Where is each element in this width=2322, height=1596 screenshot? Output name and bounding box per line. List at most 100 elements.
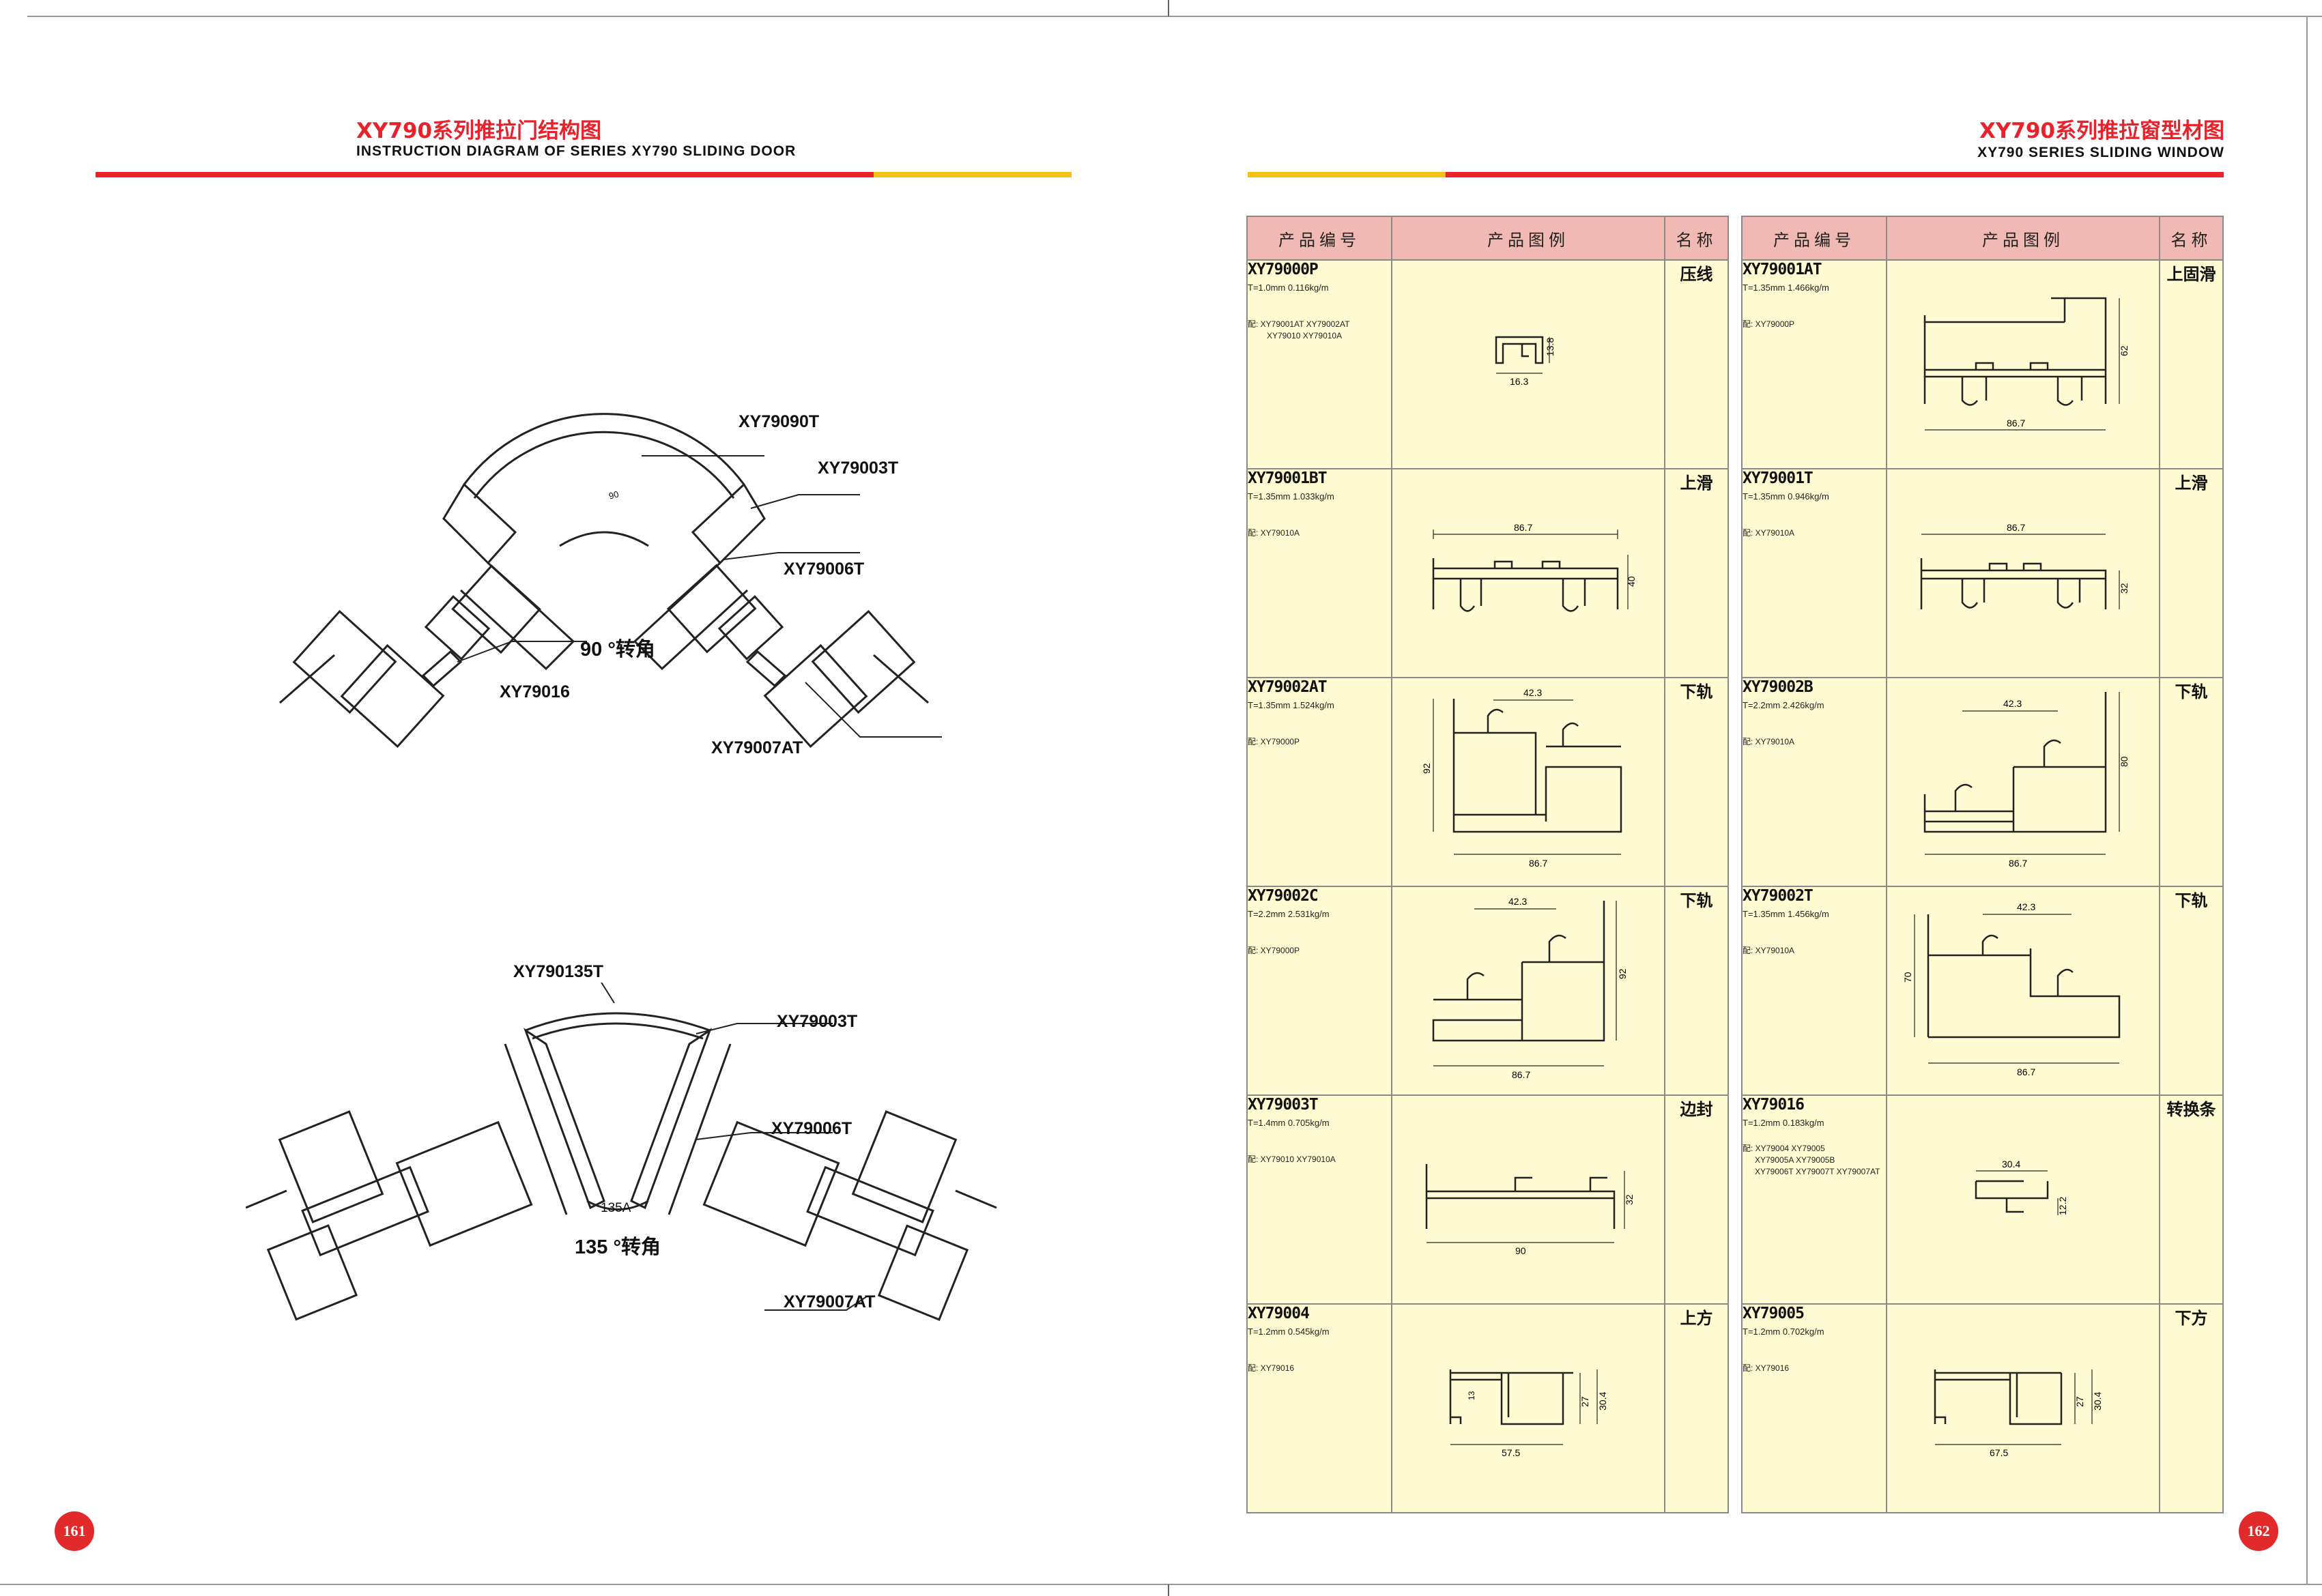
- table-row: XY79001T T=1.35mm 0.946kg/m 配: XY79010A …: [1741, 468, 2224, 678]
- left-header-rule-red: [96, 172, 874, 177]
- product-figure: 42.3 70 86.7: [1886, 886, 2160, 1096]
- profile-drawing: 86.7 32: [1920, 522, 2130, 609]
- profile-drawing: 16.3 13.8: [1495, 336, 1556, 387]
- dim-label: 92: [1617, 968, 1628, 979]
- table-row: XY79005 T=1.2mm 0.702kg/m 配: XY79016 27 …: [1741, 1303, 2224, 1513]
- profile-drawing: 42.3 80 86.7: [1923, 692, 2130, 869]
- dim-label: 92: [1421, 763, 1432, 774]
- table-row: XY79000P T=1.0mm 0.116kg/m 配: XY79001AT …: [1246, 259, 1729, 469]
- product-figure: 86.7 40: [1391, 468, 1665, 678]
- dim-label: 40: [1626, 576, 1637, 587]
- table-row: XY79002C T=2.2mm 2.531kg/m 配: XY79000P 4…: [1246, 886, 1729, 1096]
- dim-label: 90: [1515, 1245, 1526, 1256]
- table-row: XY79002T T=1.35mm 1.456kg/m 配: XY79010A …: [1741, 886, 2224, 1096]
- right-page-title-cn: XY790系列推拉窗型材图: [1979, 119, 2224, 143]
- product-compat: 配: XY79016: [1248, 1363, 1295, 1373]
- corner-90-label-4: XY79016: [500, 682, 570, 701]
- dim-label: 27: [1579, 1396, 1590, 1407]
- product-name: 边封: [1664, 1094, 1729, 1305]
- col-header-figure: 产品图例: [1886, 216, 2160, 261]
- product-code: XY79001AT: [1743, 261, 1822, 278]
- dim-label: 86.7: [2009, 858, 2027, 869]
- dim-label: 30.4: [2002, 1159, 2020, 1170]
- table-row: XY79001AT T=1.35mm 1.466kg/m 配: XY79000P…: [1741, 259, 2224, 469]
- table-row: XY79004 T=1.2mm 0.545kg/m 配: XY79016 13 …: [1246, 1303, 1729, 1513]
- product-code: XY79002B: [1743, 678, 1814, 696]
- product-compat: 配: XY79010 XY79010A: [1248, 1155, 1336, 1164]
- dim-label: 86.7: [2017, 1067, 2035, 1077]
- left-page-title-en: INSTRUCTION DIAGRAM OF SERIES XY790 SLID…: [356, 143, 797, 159]
- table-header-row: 产品编号 产品图例 名称: [1741, 216, 2224, 261]
- product-spec: T=2.2mm 2.426kg/m: [1743, 700, 1824, 710]
- product-name: 上滑: [1664, 468, 1729, 678]
- profile-drawing: 42.3 92 86.7: [1432, 896, 1628, 1080]
- product-code: XY79005: [1743, 1305, 1805, 1322]
- product-compat: 配: XY79010A: [1248, 528, 1300, 538]
- product-compat: 配: XY79016: [1743, 1363, 1790, 1373]
- product-figure: 42.3 92 86.7: [1391, 886, 1665, 1096]
- dim-label: 70: [1902, 972, 1913, 983]
- right-header-rule-red: [1446, 172, 2224, 177]
- dim-label: 67.5: [1990, 1447, 2008, 1458]
- product-code: XY79004: [1248, 1305, 1310, 1322]
- product-figure: 30.4 12.2: [1886, 1094, 2160, 1305]
- dim-label: 13: [1467, 1391, 1476, 1400]
- product-figure: 16.3 13.8: [1391, 259, 1665, 469]
- product-name: 下轨: [2159, 677, 2224, 887]
- right-header-rule-yellow: [1248, 172, 1446, 177]
- product-compat: 配: XY79000P: [1743, 319, 1795, 329]
- dim-label: 13.8: [1545, 338, 1556, 356]
- profile-drawing: 30.4 12.2: [1975, 1159, 2068, 1215]
- dim-label: 57.5: [1502, 1447, 1520, 1458]
- profile-drawing: 42.3 92 86.7: [1421, 687, 1622, 869]
- dim-label: 42.3: [1508, 896, 1527, 907]
- product-figure: 42.3 92 86.7: [1391, 677, 1665, 887]
- profile-drawing: 27 30.4 67.5: [1934, 1369, 2103, 1458]
- spec-table-right: 产品编号 产品图例 名称 XY79001AT T=1.35mm 1.466kg/…: [1741, 216, 2224, 1513]
- dim-label: 86.7: [1529, 858, 1547, 869]
- product-name: 下轨: [1664, 886, 1729, 1096]
- product-spec: T=1.35mm 1.466kg/m: [1743, 282, 1829, 293]
- product-spec: T=1.35mm 1.456kg/m: [1743, 909, 1829, 919]
- product-compat: 配: XY79010A: [1743, 946, 1795, 955]
- product-name: 上方: [1664, 1303, 1729, 1513]
- product-spec: T=1.2mm 0.183kg/m: [1743, 1118, 1824, 1128]
- dim-label: 86.7: [2007, 418, 2025, 429]
- dim-label: 86.7: [2007, 522, 2025, 533]
- dim-label: 42.3: [2003, 698, 2022, 709]
- corner-90-label-5: XY79007AT: [711, 738, 803, 757]
- dim-label: 27: [2074, 1396, 2085, 1407]
- corner-135-diagram: [246, 983, 997, 1321]
- dim-label: 30.4: [1597, 1392, 1608, 1410]
- spec-table-left: 产品编号 产品图例 名称 XY79000P T=1.0mm 0.116kg/m …: [1246, 216, 1729, 1513]
- table-row: XY79002AT T=1.35mm 1.524kg/m 配: XY79000P…: [1246, 677, 1729, 887]
- product-code: XY79016: [1743, 1096, 1805, 1114]
- dim-label: 86.7: [1512, 1069, 1530, 1080]
- dim-label: 12.2: [2057, 1197, 2068, 1215]
- product-figure: 86.7 32: [1886, 468, 2160, 678]
- corner-90-label-3: XY79006T: [784, 560, 865, 579]
- dim-label: 32: [2119, 583, 2130, 594]
- corner-90-label-1: XY79090T: [739, 412, 820, 431]
- product-spec: T=1.2mm 0.545kg/m: [1248, 1326, 1330, 1337]
- col-header-code: 产品编号: [1246, 216, 1392, 261]
- product-figure: 42.3 80 86.7: [1886, 677, 2160, 887]
- dim-label: 62: [2119, 345, 2130, 356]
- product-code: XY79002AT: [1248, 678, 1328, 696]
- corner-90-caption: 90 °转角: [580, 639, 655, 661]
- dim-label: 42.3: [2017, 901, 2035, 912]
- dim-label: 16.3: [1510, 376, 1528, 387]
- product-code: XY79003T: [1248, 1096, 1319, 1114]
- table-row: XY79016 T=1.2mm 0.183kg/m 配: XY79004 XY7…: [1741, 1094, 2224, 1305]
- table-row: XY79001BT T=1.35mm 1.033kg/m 配: XY79010A…: [1246, 468, 1729, 678]
- product-spec: T=1.0mm 0.116kg/m: [1248, 282, 1329, 293]
- product-compat: 配: XY79000P: [1248, 946, 1300, 955]
- product-name: 上滑: [2159, 468, 2224, 678]
- product-spec: T=1.35mm 0.946kg/m: [1743, 491, 1829, 502]
- col-header-name: 名称: [1664, 216, 1729, 261]
- product-spec: T=2.2mm 2.531kg/m: [1248, 909, 1330, 919]
- dim-label: 42.3: [1523, 687, 1542, 698]
- profile-drawing: 86.7 40: [1432, 522, 1637, 612]
